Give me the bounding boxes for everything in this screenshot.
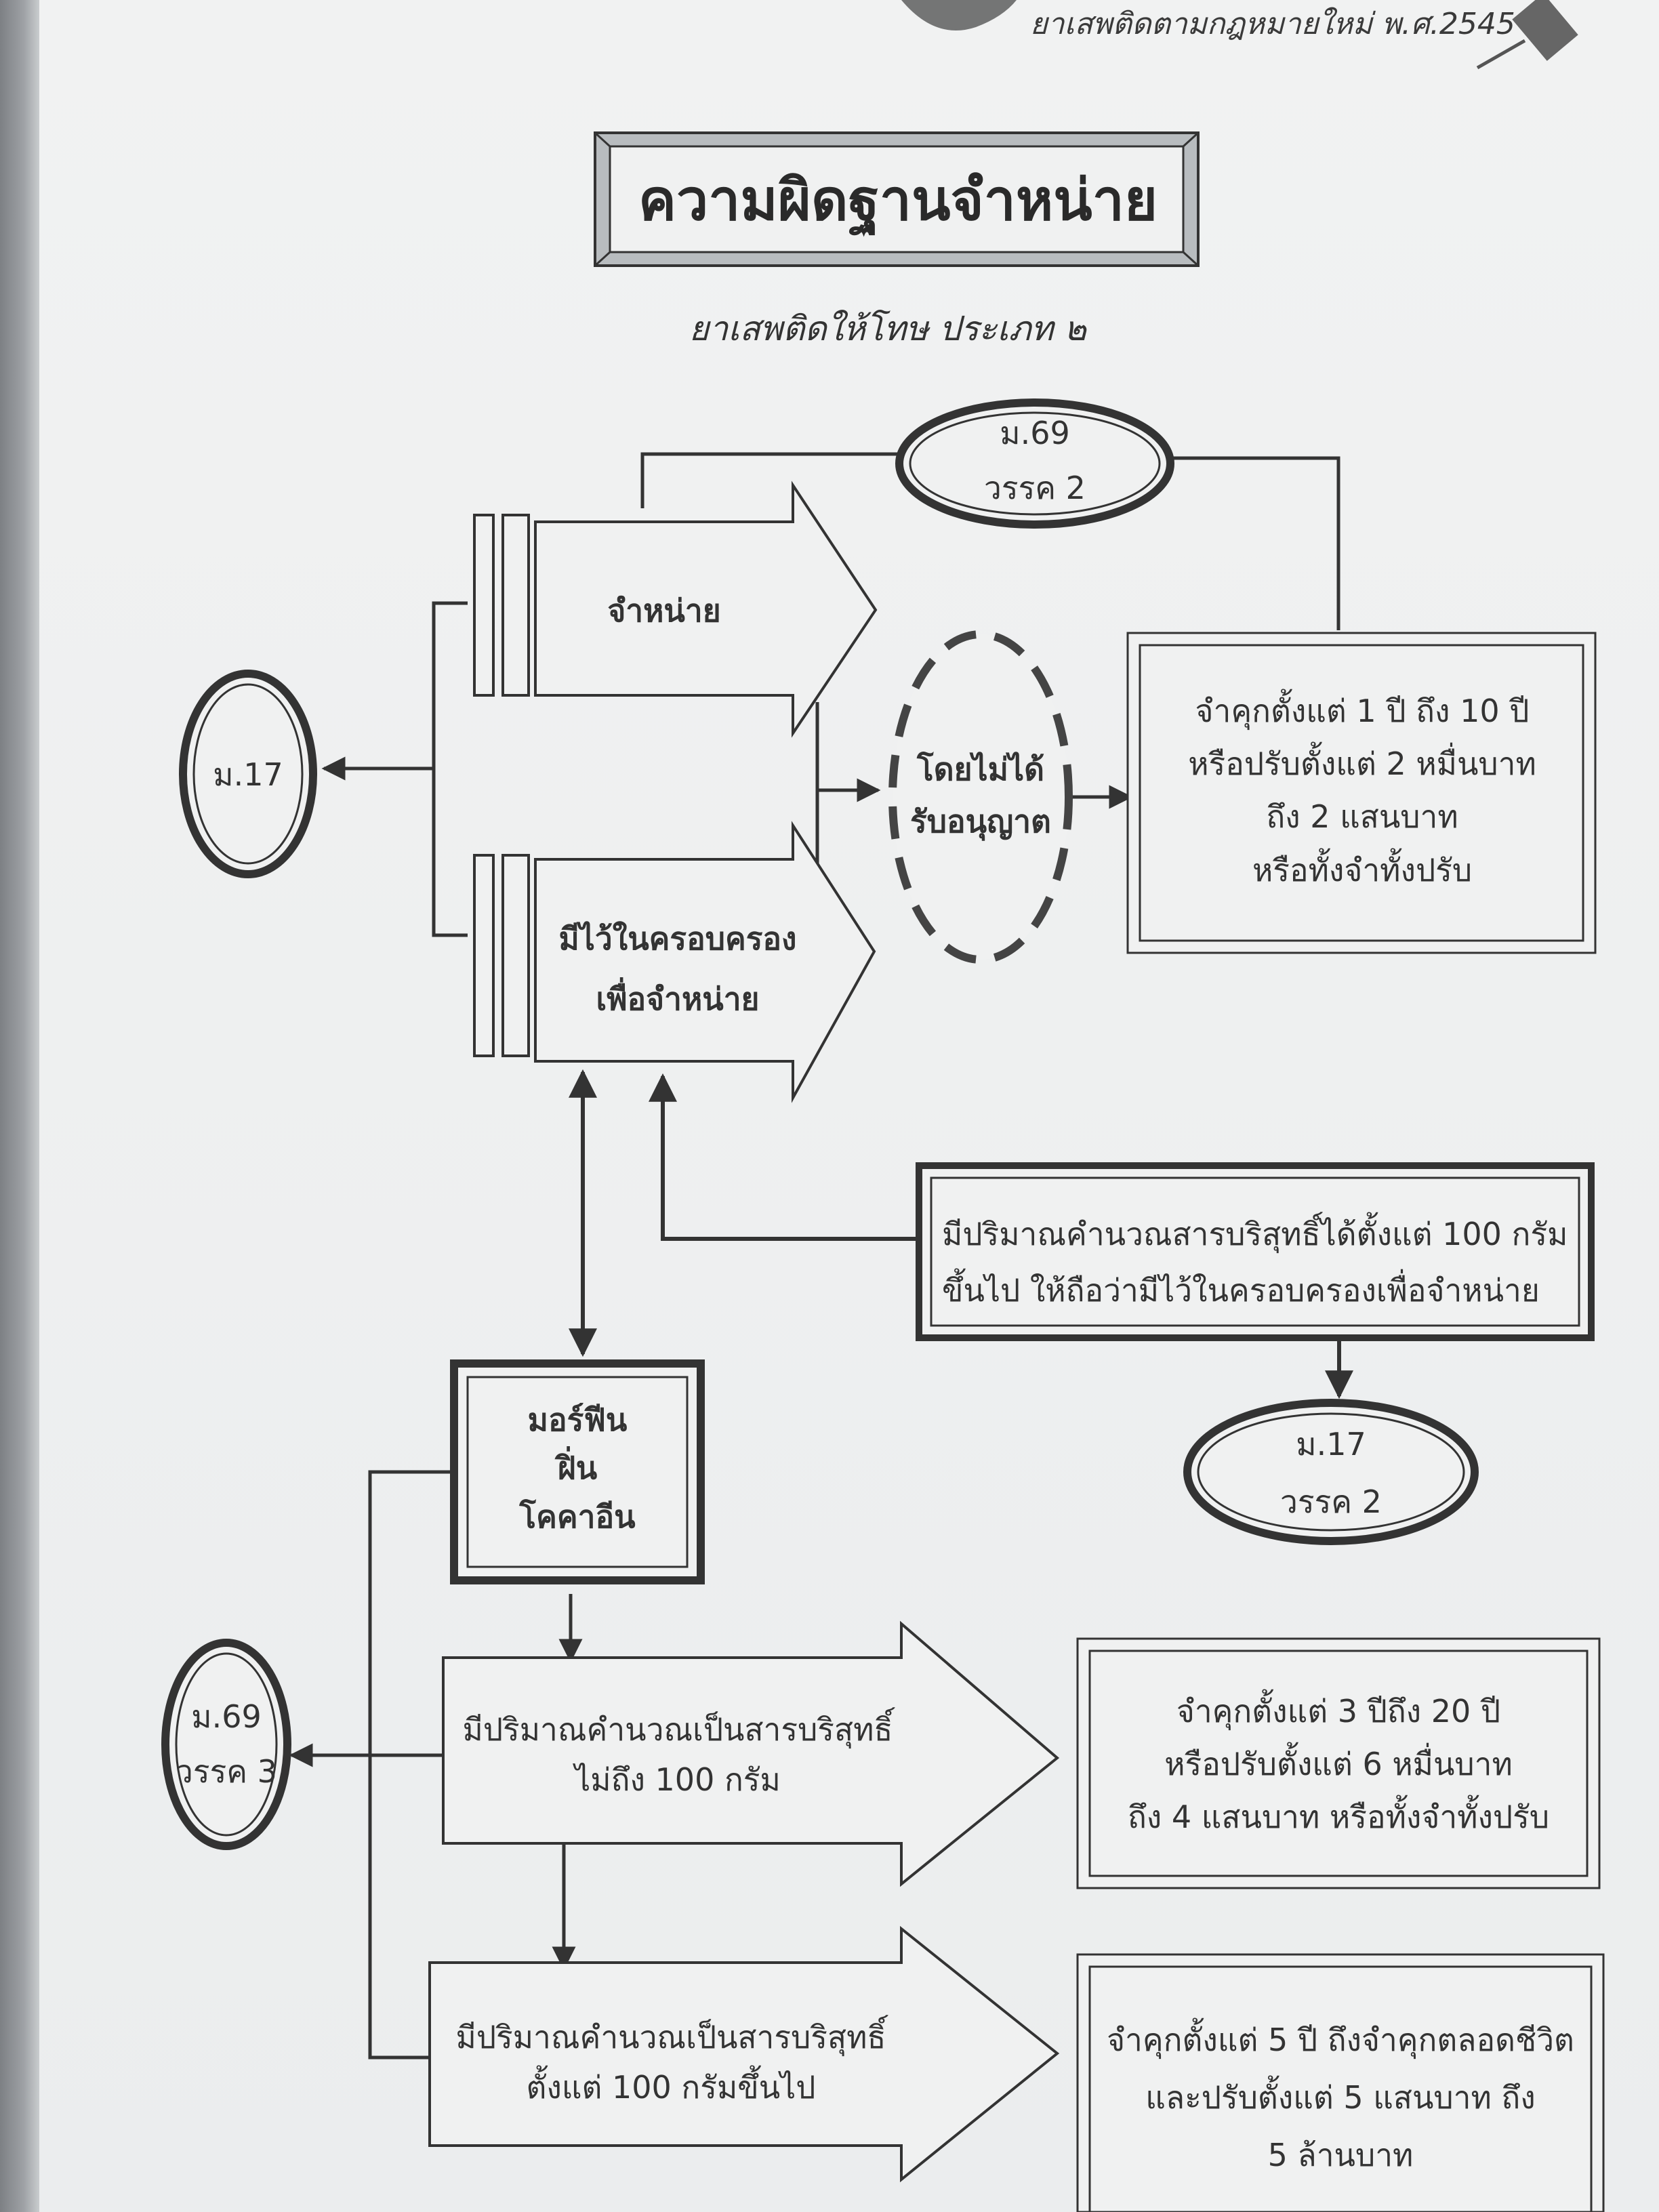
penalty-1-line4: หรือทั้งจำทั้งปรับ: [1252, 851, 1473, 888]
drugs-text: มอร์ฟีน ฝิ่น โคคาอีน: [468, 1396, 687, 1541]
penalty-3-line2: และปรับตั้งแต่ 5 แสนบาท ถึง: [1145, 2079, 1536, 2116]
oval-m69-para2: [895, 398, 1174, 529]
penalty-1-line3: ถึง 2 แสนบาท: [1266, 798, 1458, 836]
penalty-3-box: [1076, 1953, 1605, 2212]
penalty-1-box: [1126, 632, 1597, 954]
header-decoration: [901, 0, 1578, 70]
oval-m69-para2-label: ม.69 วรรค 2: [926, 411, 1143, 510]
penalty-3-line1: จำคุกตั้งแต่ 5 ปี ถึงจำคุกตลอดชีวิต: [1107, 2022, 1574, 2058]
oval-m69-para2-line2: วรรค 2: [984, 469, 1086, 506]
drug-opium: ฝิ่น: [557, 1450, 598, 1487]
page-header: ยาเสพติดตามกฎหมายใหม่ พ.ศ.2545: [1030, 7, 1515, 41]
penalty-1-line1: จำคุกตั้งแต่ 1 ปี ถึง 10 ปี: [1195, 693, 1530, 729]
penalty-1-line2: หรือปรับตั้งแต่ 2 หมื่นบาท: [1188, 745, 1536, 783]
penalty-2-line2: หรือปรับตั้งแต่ 6 หมื่นบาท: [1164, 1746, 1513, 1783]
oval-m17-para2-line1: ม.17: [1296, 1426, 1366, 1462]
penalty-2-text: จำคุกตั้งแต่ 3 ปีถึง 20 ปี หรือปรับตั้งแ…: [1090, 1685, 1587, 1844]
sell-arrow: [473, 480, 878, 738]
presumption-box: [916, 1162, 1595, 1341]
possess-line1: มีไว้ในครอบครอง: [558, 920, 797, 957]
oval-m17-para2-label: ม.17 วรรค 2: [1216, 1422, 1446, 1524]
unlicensed-oval: [888, 630, 1073, 964]
oval-m17-para2: [1183, 1399, 1479, 1545]
penalty-2-box: [1076, 1637, 1601, 1889]
oval-m69-para2-line1: ม.69: [1000, 415, 1070, 451]
quantity-low-text: มีปริมาณคำนวณเป็นสารบริสุทธิ์ ไม่ถึง 100…: [454, 1705, 901, 1805]
presumption-text: มีปริมาณคำนวณสารบริสุทธิ์ได้ตั้งแต่ 100 …: [942, 1206, 1572, 1319]
oval-m69-para3-line1: ม.69: [191, 1698, 262, 1735]
possess-arrow: [473, 821, 876, 1103]
page-subtitle: ยาเสพติดให้โทษ ประเภท ๒: [689, 309, 1087, 348]
oval-m69-para3-label: ม.69 วรรค 3: [165, 1694, 287, 1794]
oval-m69-para3-line2: วรรค 3: [176, 1753, 277, 1790]
presumption-line1: มีปริมาณคำนวณสารบริสุทธิ์ได้ตั้งแต่ 100 …: [942, 1216, 1568, 1252]
penalty-3-text: จำคุกตั้งแต่ 5 ปี ถึงจำคุกตลอดชีวิต และป…: [1090, 2011, 1591, 2184]
unlicensed-line2: รับอนุญาต: [910, 802, 1051, 840]
penalty-2-line3: ถึง 4 แสนบาท หรือทั้งจำทั้งปรับ: [1127, 1799, 1550, 1836]
presumption-connectors: [569, 1069, 1353, 1399]
quantity-high-arrow: [428, 1925, 1060, 2183]
presumption-line2: ขึ้นไป ให้ถือว่ามีไว้ในครอบครองเพื่อจำหน…: [942, 1271, 1540, 1309]
possess-label: มีไว้ในครอบครอง เพื่อจำหน่าย: [535, 916, 820, 1021]
drug-cocaine: โคคาอีน: [519, 1498, 636, 1535]
sell-label: จำหน่าย: [607, 592, 721, 629]
unlicensed-label: โดยไม่ได้ รับอนุญาต: [893, 747, 1069, 844]
merge-connectors: [321, 601, 1133, 937]
quantity-high-text: มีปริมาณคำนวณเป็นสารบริสุทธิ์ ตั้งแต่ 10…: [441, 2013, 901, 2112]
penalty-2-line1: จำคุกตั้งแต่ 3 ปีถึง 20 ปี: [1176, 1693, 1501, 1729]
unlicensed-line1: โดยไม่ได้: [917, 751, 1044, 787]
book-spine-shadow: [0, 0, 39, 2212]
quantity-low-line1: มีปริมาณคำนวณเป็นสารบริสุทธิ์: [462, 1711, 893, 1748]
quantity-high-line2: ตั้งแต่ 100 กรัมขึ้นไป: [526, 2068, 816, 2106]
possess-line2: เพื่อจำหน่าย: [596, 980, 760, 1017]
penalty-1-text: จำคุกตั้งแต่ 1 ปี ถึง 10 ปี หรือปรับตั้ง…: [1145, 684, 1579, 897]
quantity-connectors: [289, 1470, 583, 2060]
quantity-high-line1: มีปริมาณคำนวณเป็นสารบริสุทธิ์: [455, 2019, 886, 2055]
quantity-low-line2: ไม่ถึง 100 กรัม: [575, 1761, 781, 1798]
oval-m17-label: ม.17: [213, 756, 283, 793]
oval-m17: [179, 670, 317, 878]
drug-morphine: มอร์ฟีน: [527, 1401, 628, 1438]
oval-m69-para3: [161, 1639, 291, 1850]
title-frame: [594, 131, 1200, 267]
page-title: ความผิดฐานจำหน่าย: [638, 167, 1158, 233]
connector-lines: [640, 452, 1340, 630]
penalty-3-line3: 5 ล้านบาท: [1267, 2137, 1414, 2174]
oval-m17-para2-line2: วรรค 2: [1280, 1483, 1382, 1520]
quantity-low-arrow: [442, 1620, 1060, 1887]
